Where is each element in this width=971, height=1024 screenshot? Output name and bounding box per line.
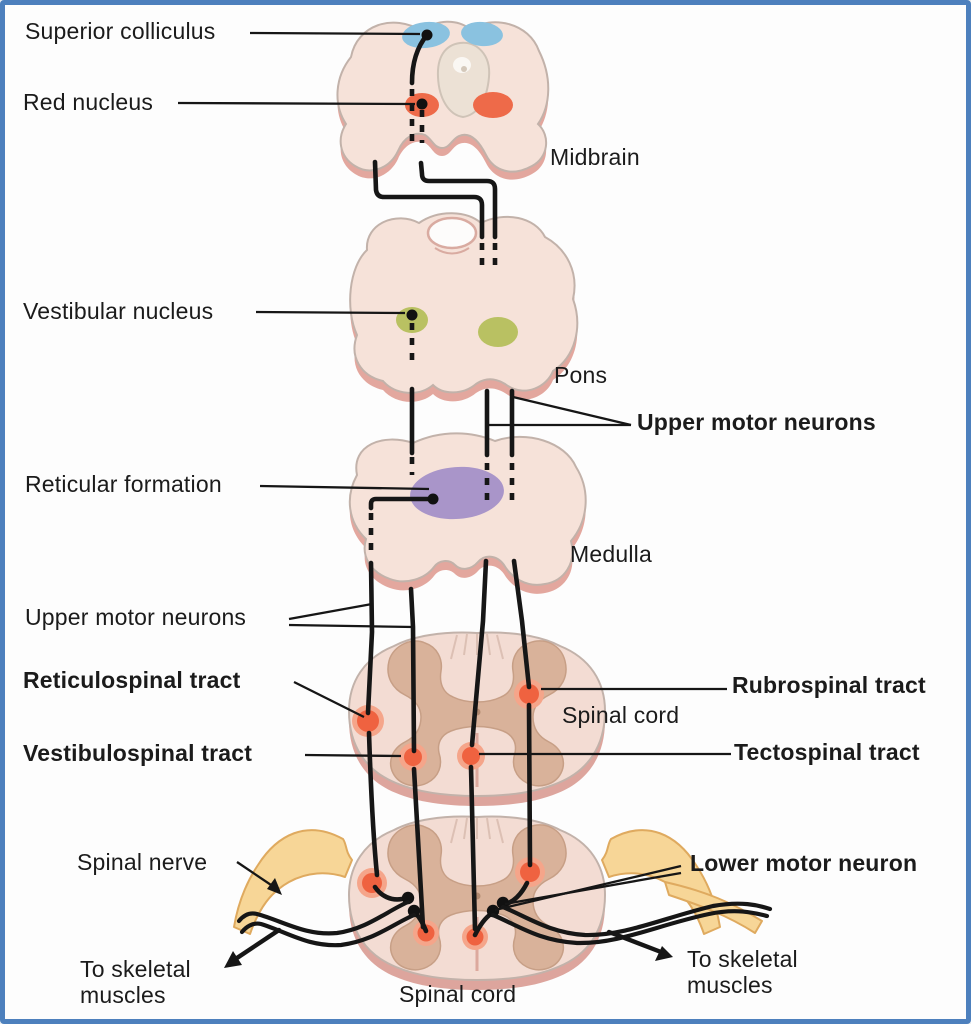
label-vestibulospinal-tract: Vestibulospinal tract [23, 740, 253, 766]
tract-lines-dashed [368, 89, 515, 555]
fourth-ventricle [426, 216, 478, 250]
superior-colliculus-right [461, 21, 503, 47]
label-upper-motor-neurons-left: Upper motor neurons [25, 604, 247, 630]
label-spinal-cord-lower: Spinal cord [399, 981, 517, 1007]
label-reticulospinal-tract: Reticulospinal tract [23, 667, 241, 693]
label-red-nucleus: Red nucleus [23, 89, 154, 115]
tract-spots-upper-cord [352, 679, 544, 771]
reticular-formation-area [410, 466, 504, 520]
midbrain-section [336, 20, 550, 180]
leader-lines [177, 31, 731, 912]
vestibular-nucleus-right [478, 317, 518, 347]
motor-axons [236, 899, 773, 948]
medulla-section [348, 432, 587, 594]
red-nucleus-right [473, 92, 513, 118]
label-vestibular-nucleus: Vestibular nucleus [23, 298, 214, 324]
label-midbrain: Midbrain [550, 144, 640, 170]
pons-section [349, 212, 579, 402]
label-spinal-cord-upper: Spinal cord [562, 702, 680, 728]
anatomy-artwork [177, 20, 773, 992]
spinal-nerve-arrowhead [267, 878, 282, 895]
label-upper-motor-neurons-right: Upper motor neurons [637, 409, 876, 435]
label-medulla: Medulla [570, 541, 652, 567]
muscle-arrows [224, 927, 673, 968]
label-pons: Pons [554, 362, 608, 388]
spinal-nerve-left [233, 829, 353, 935]
label-reticular-formation: Reticular formation [25, 471, 222, 497]
label-to-skeletal-muscles-left: To skeletal muscles [80, 956, 191, 1009]
label-lower-motor-neuron: Lower motor neuron [690, 850, 918, 876]
label-tectospinal-tract: Tectospinal tract [734, 739, 920, 765]
label-spinal-nerve: Spinal nerve [77, 849, 208, 875]
label-rubrospinal-tract: Rubrospinal tract [732, 672, 926, 698]
label-to-skeletal-muscles-right: To skeletal muscles [687, 946, 798, 999]
label-superior-colliculus: Superior colliculus [25, 18, 216, 44]
tract-lines-solid [365, 32, 533, 938]
